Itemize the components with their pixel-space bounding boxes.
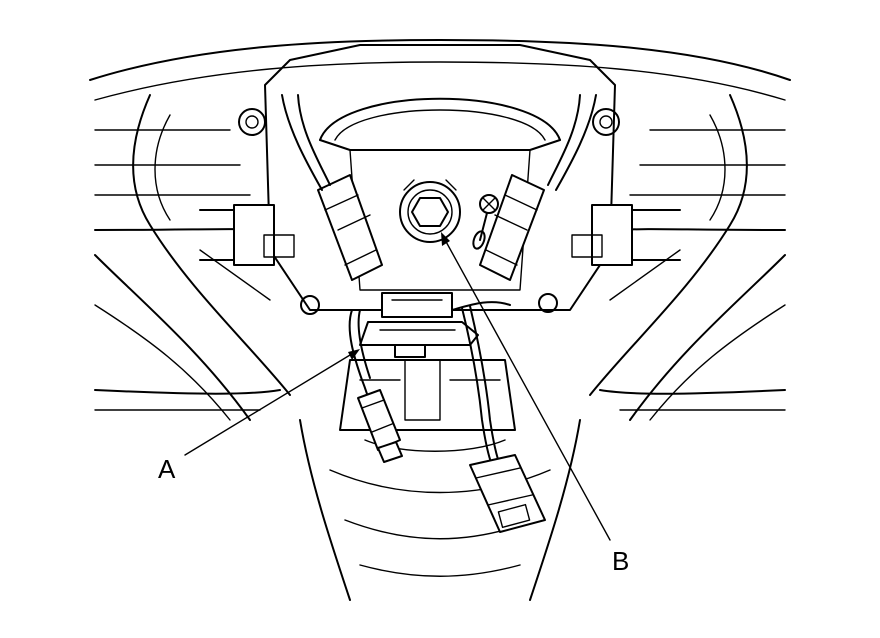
left-airbag-connector: [281, 94, 383, 281]
harness-connector-a: [348, 309, 403, 463]
arrow-b-icon: [441, 232, 450, 246]
callout-leaders: [184, 232, 611, 541]
left-bracket: [199, 204, 295, 301]
steering-wheel-rim: [89, 39, 791, 421]
mounting-ears: [238, 108, 620, 315]
leader-line-b: [443, 237, 611, 541]
arrow-a-icon: [348, 349, 360, 360]
harness-connector-right: [451, 301, 546, 533]
right-airbag-connector: [479, 94, 597, 281]
leader-line-a: [184, 351, 356, 456]
ground-terminal: [472, 194, 499, 250]
callout-label-b: B: [612, 546, 630, 576]
callout-label-a: A: [158, 454, 176, 484]
hub-housing: [264, 44, 616, 311]
left-spoke: [94, 94, 291, 411]
cable-reel: [339, 292, 516, 452]
steering-wheel-bolt: [399, 179, 461, 243]
right-bracket: [571, 204, 681, 301]
